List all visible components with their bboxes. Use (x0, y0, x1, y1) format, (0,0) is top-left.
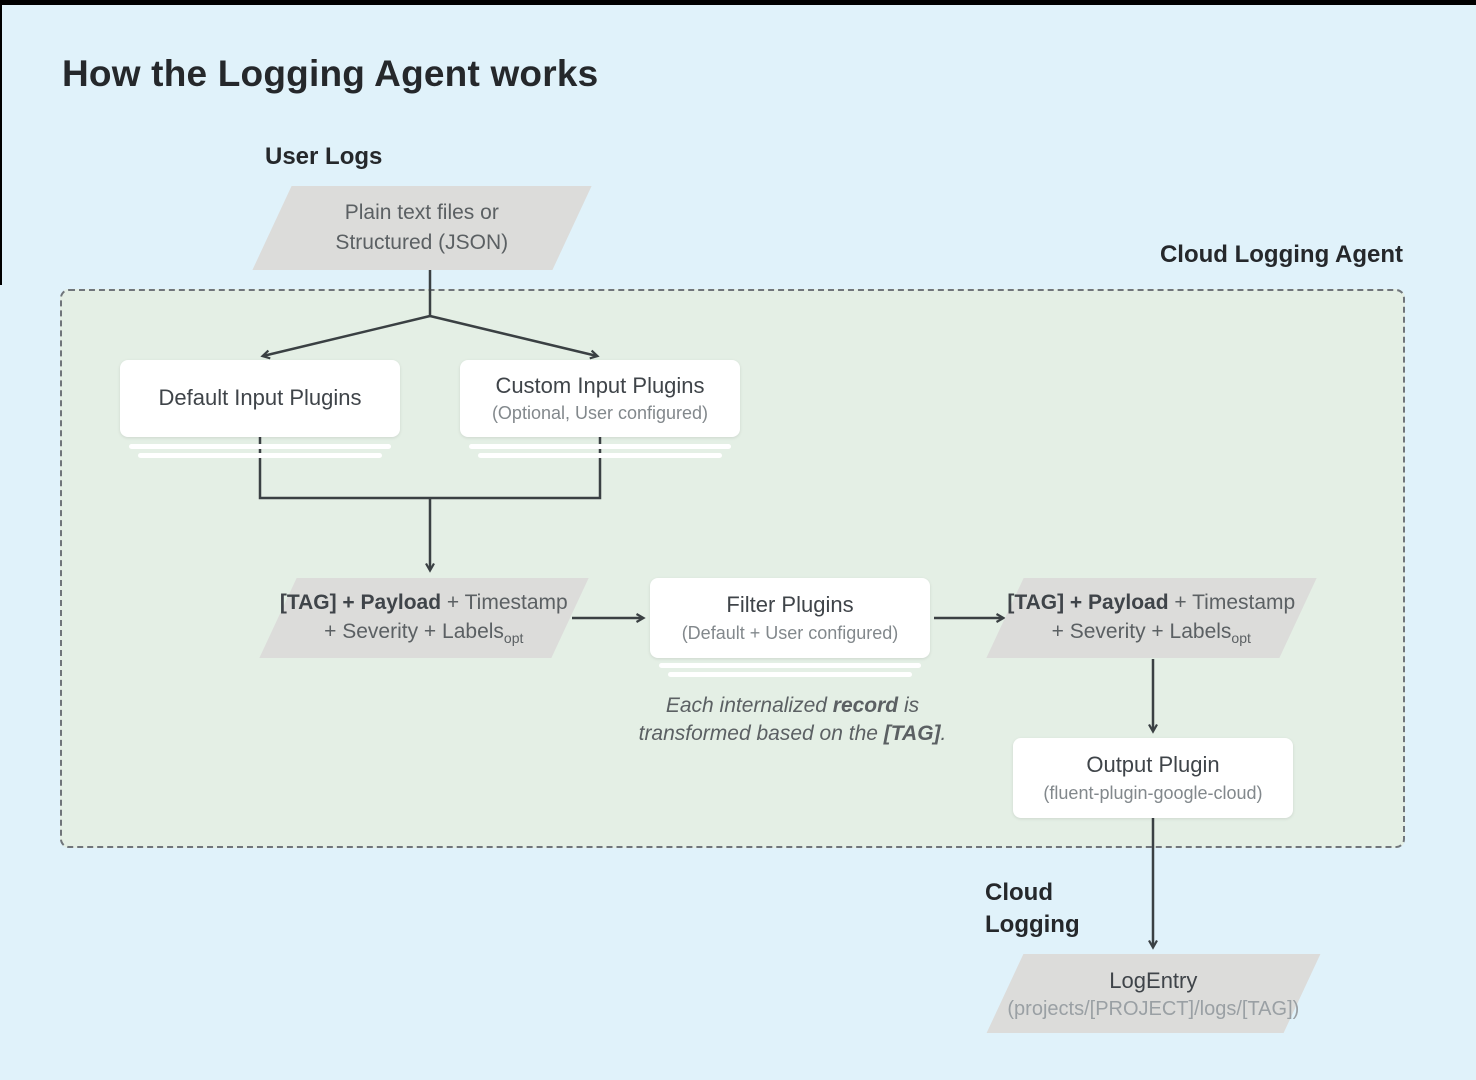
stack-bar (478, 453, 722, 458)
node-log-record-right: [TAG] + Payload + Timestamp + Severity +… (986, 578, 1317, 658)
window-left-border (0, 0, 2, 285)
filter-note: Each internalized record is transformed … (638, 694, 947, 746)
custom-input-title: Custom Input Plugins (495, 372, 705, 398)
label-user-logs: User Logs (265, 143, 383, 170)
page-title: How the Logging Agent works (62, 53, 599, 94)
arrow-split-default (260, 314, 431, 360)
stack-bar (138, 453, 382, 458)
node-filter-plugins: Filter Plugins (Default + User configure… (650, 578, 930, 658)
user-logs-line2: Structured (JSON) (335, 231, 509, 254)
record-right-line1: [TAG] + Payload + Timestamp (1007, 590, 1296, 614)
node-log-record-left: [TAG] + Payload + Timestamp + Severity +… (259, 578, 589, 658)
label-cloud-logging: Cloud Logging (985, 879, 1080, 939)
record-right-line2: + Severity + Labelsopt (1051, 619, 1252, 646)
stack-bar (129, 444, 391, 449)
window-top-border (0, 0, 1476, 5)
node-default-input-plugins: Default Input Plugins (120, 360, 400, 437)
stack-bar (668, 672, 912, 677)
logentry-subtitle: (projects/[PROJECT]/logs/[TAG]) (1007, 997, 1300, 1020)
output-subtitle: (fluent-plugin-google-cloud) (1043, 782, 1263, 803)
stack-bar (469, 444, 731, 449)
custom-input-subtitle: (Optional, User configured) (491, 403, 709, 424)
arrow-split-custom (429, 314, 600, 360)
output-title: Output Plugin (1086, 752, 1220, 777)
node-log-entry: LogEntry (projects/[PROJECT]/logs/[TAG]) (986, 954, 1321, 1033)
filter-title: Filter Plugins (726, 592, 854, 617)
label-cloud-logging-agent: Cloud Logging Agent (1159, 241, 1403, 268)
stack-bar (659, 663, 921, 668)
node-user-logs: Plain text files or Structured (JSON) (252, 186, 592, 270)
default-input-title: Default Input Plugins (158, 385, 362, 411)
record-left-line1: [TAG] + Payload + Timestamp (280, 590, 568, 614)
logentry-title: LogEntry (1109, 967, 1198, 993)
node-custom-input-plugins: Custom Input Plugins (Optional, User con… (460, 360, 740, 437)
node-output-plugin: Output Plugin (fluent-plugin-google-clou… (1013, 738, 1293, 818)
user-logs-line1: Plain text files or (344, 200, 500, 224)
filter-subtitle: (Default + User configured) (681, 622, 899, 643)
record-left-line2: + Severity + Labelsopt (324, 619, 524, 646)
